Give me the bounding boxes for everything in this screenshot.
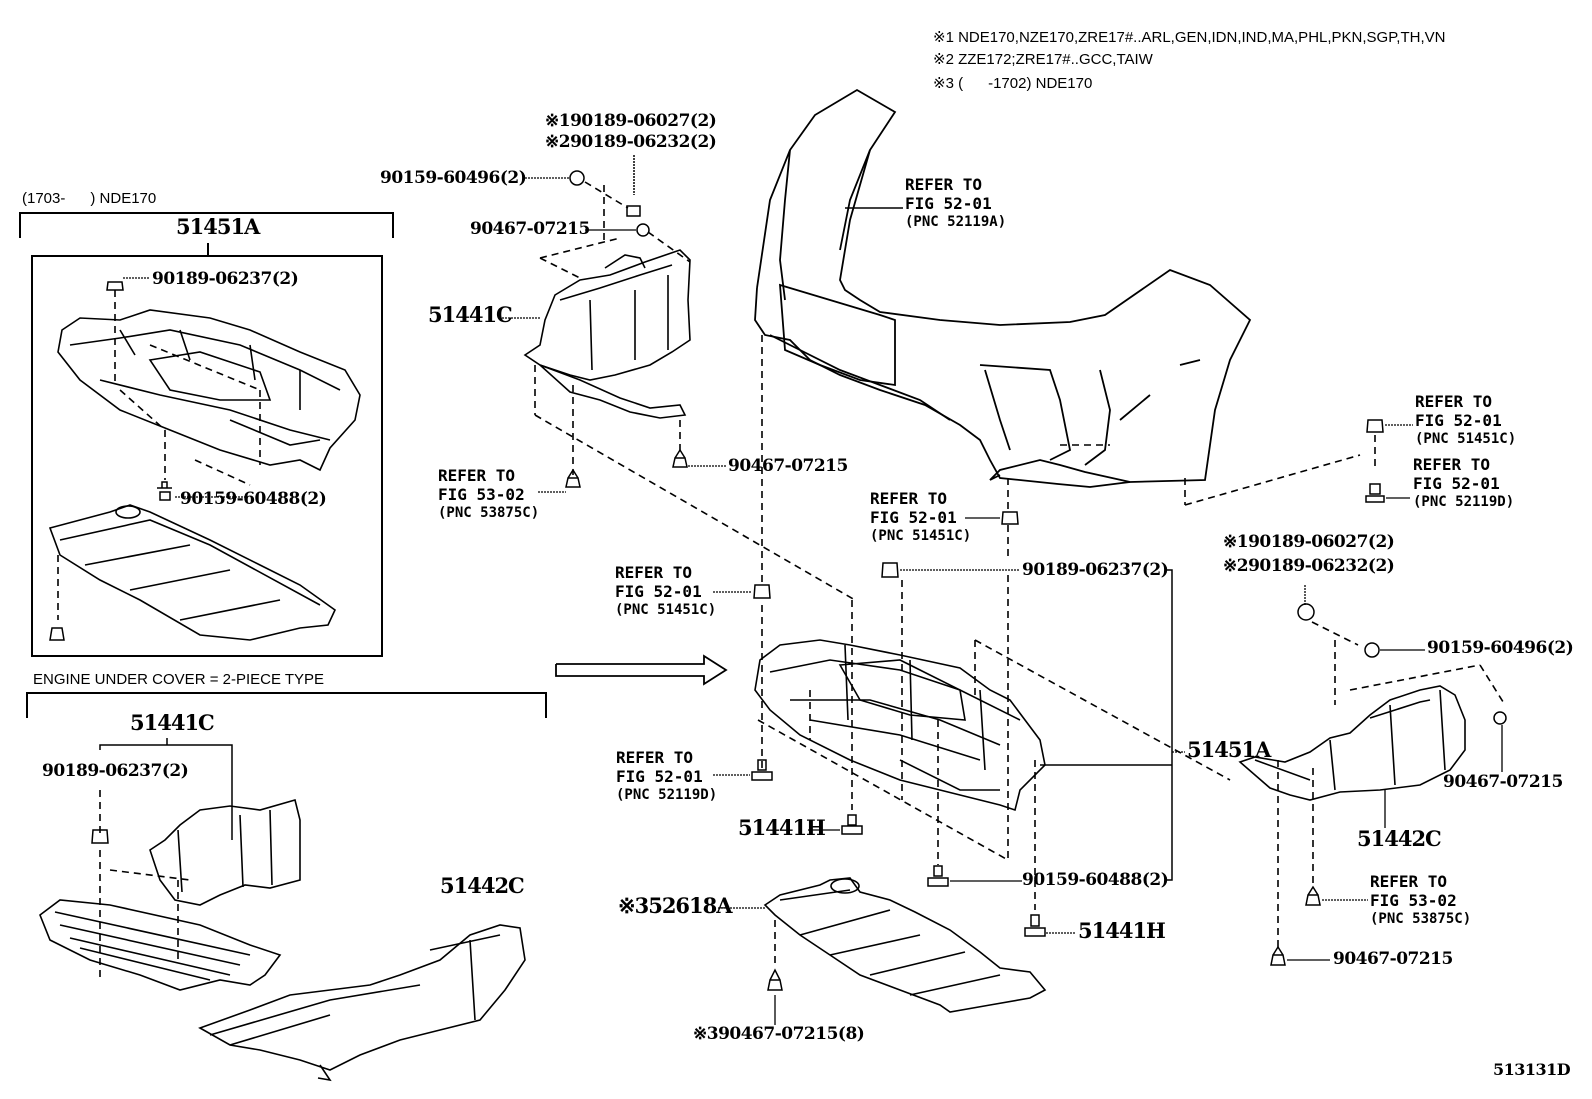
ref-line3: (PNC 51451C) <box>1415 431 1517 447</box>
refer-fig-52-01-right-2[interactable]: REFER TO FIG 52-01 (PNC 52119D) <box>1413 455 1514 512</box>
center-clip-label[interactable]: 90189-06237(2) <box>1022 560 1169 580</box>
right-grommet-lower-label[interactable]: 90467-07215 <box>1333 949 1453 969</box>
part-51451a-center-label[interactable]: 51451A <box>1187 737 1271 762</box>
part-51442c-label[interactable]: 51442C <box>440 873 525 898</box>
engine-under-cover-upper-drawing <box>57 309 361 472</box>
engine-under-cover-2piece-drawing <box>39 799 526 1082</box>
center-shield-drawing <box>763 877 1047 1013</box>
left-top-box <box>31 255 383 657</box>
part-bolt-label[interactable]: 90159-60488(2) <box>180 489 327 509</box>
ref-line2: FIG 52-01 <box>616 767 703 786</box>
center-bolt-label[interactable]: 90159-60488(2) <box>1022 870 1169 890</box>
ref-line3: (PNC 53875C) <box>438 505 540 521</box>
right-cover-dashes <box>1277 621 1506 950</box>
ref-line3: (PNC 53875C) <box>1370 911 1472 927</box>
ref-line1: REFER TO <box>1415 392 1493 411</box>
clip-note1-label[interactable]: ※190189-06027(2) <box>545 111 717 131</box>
refer-fig-53-02[interactable]: REFER TO FIG 53-02 (PNC 53875C) <box>438 466 539 523</box>
clip-note2-label[interactable]: ※290189-06232(2) <box>545 132 717 152</box>
right-screw-label[interactable]: 90159-60496(2) <box>1427 638 1574 658</box>
part-51441h-upper-label[interactable]: 51441H <box>738 815 826 840</box>
fastener-icon-lb <box>91 829 109 844</box>
upper-lh-cover-drawing <box>523 249 691 419</box>
part-51441h-lower-label[interactable]: 51441H <box>1078 918 1166 943</box>
ref-line1: REFER TO <box>1413 455 1491 474</box>
left-bottom-bracket <box>26 692 547 718</box>
refer-fig-52-01-right-1[interactable]: REFER TO FIG 52-01 (PNC 51451C) <box>1415 392 1516 449</box>
center-dashes <box>757 580 1231 910</box>
part-51441c-label[interactable]: 51441C <box>428 302 513 327</box>
ref-line2: FIG 52-01 <box>905 194 992 213</box>
ref-line3: (PNC 51451C) <box>870 528 972 544</box>
center-engine-under-cover-drawing <box>754 639 1046 812</box>
front-bumper-drawing <box>754 88 1252 488</box>
part-52618a-label[interactable]: ※352618A <box>618 893 733 918</box>
right-clip-note1-label[interactable]: ※190189-06027(2) <box>1223 532 1395 552</box>
cover-lh-bracket <box>99 744 233 840</box>
ref-line1: REFER TO <box>438 466 516 485</box>
ref-line1: REFER TO <box>616 748 694 767</box>
ref-line3: (PNC 51451C) <box>615 602 717 618</box>
refer-fig-53-02-right[interactable]: REFER TO FIG 53-02 (PNC 53875C) <box>1370 872 1471 929</box>
upper-lh-fastener-dashes <box>534 181 856 601</box>
right-grommet-label[interactable]: 90467-07215 <box>1443 772 1563 792</box>
shield-grommet-icon <box>767 968 783 991</box>
left-top-condition: (1703- ) NDE170 <box>22 190 157 207</box>
shield-grommet-label[interactable]: ※390467-07215(8) <box>693 1024 865 1044</box>
engine-under-cover-lower-drawing <box>48 504 337 641</box>
footnote-3: ※3 ( -1702) NDE170 <box>933 75 1093 92</box>
ref-line2: FIG 52-01 <box>615 582 702 601</box>
right-clip-note2-label[interactable]: ※290189-06232(2) <box>1223 556 1395 576</box>
part-51451a-label[interactable]: 51451A <box>176 214 260 239</box>
part-51442c-right-label[interactable]: 51442C <box>1357 826 1442 851</box>
part-clip-label[interactable]: 90189-06237(2) <box>42 761 189 781</box>
upper-lh-fastener-icons <box>565 170 688 488</box>
footnote-2: ※2 ZZE172;ZRE17#..GCC,TAIW <box>933 51 1153 68</box>
part-51441c-label[interactable]: 51441C <box>130 710 215 735</box>
ref-line2: FIG 52-01 <box>1415 411 1502 430</box>
ref-line3: (PNC 52119A) <box>905 214 1007 230</box>
ref-line2: FIG 53-02 <box>438 485 525 504</box>
right-ref-fastener-icons <box>1365 419 1385 503</box>
two-piece-caption: ENGINE UNDER COVER = 2-PIECE TYPE <box>33 671 325 688</box>
center-assembly-bracket <box>1165 569 1173 881</box>
refer-fig-52-01-center-3[interactable]: REFER TO FIG 52-01 (PNC 52119D) <box>616 748 717 805</box>
screw-label[interactable]: 90159-60496(2) <box>380 168 527 188</box>
ref-line2: FIG 53-02 <box>1370 891 1457 910</box>
ref-line2: FIG 52-01 <box>870 508 957 527</box>
left-top-dashes <box>57 290 261 620</box>
grommet-label[interactable]: 90467-07215 <box>470 219 590 239</box>
right-cover-fastener-icons <box>1270 603 1507 966</box>
refer-fig-52-01-center-2[interactable]: REFER TO FIG 52-01 (PNC 51451C) <box>615 563 716 620</box>
refer-fig-52-01-center-1[interactable]: REFER TO FIG 52-01 (PNC 51451C) <box>870 489 971 546</box>
ref-line3: (PNC 52119D) <box>1413 494 1515 510</box>
center-fastener-icons <box>751 511 1046 937</box>
fastener-icons-left-top <box>49 281 172 641</box>
footnote-1: ※1 NDE170,NZE170,ZRE17#..ARL,GEN,IDN,IND… <box>933 29 1446 46</box>
part-clip-label[interactable]: 90189-06237(2) <box>152 269 299 289</box>
diagram-id: 513131D <box>1493 1060 1571 1079</box>
grommet-lower-label[interactable]: 90467-07215 <box>728 456 848 476</box>
right-cover-drawing <box>1238 685 1466 801</box>
left-top-bracket <box>19 212 394 238</box>
ref-line3: (PNC 52119D) <box>616 787 718 803</box>
ref-line1: REFER TO <box>905 175 983 194</box>
ref-line1: REFER TO <box>615 563 693 582</box>
ref-line1: REFER TO <box>1370 872 1448 891</box>
bumper-dashes <box>761 335 1376 860</box>
ref-line1: REFER TO <box>870 489 948 508</box>
ref-line2: FIG 52-01 <box>1413 474 1500 493</box>
direction-arrow <box>555 654 728 686</box>
refer-fig-52-01-bumper[interactable]: REFER TO FIG 52-01 (PNC 52119A) <box>905 175 1006 232</box>
